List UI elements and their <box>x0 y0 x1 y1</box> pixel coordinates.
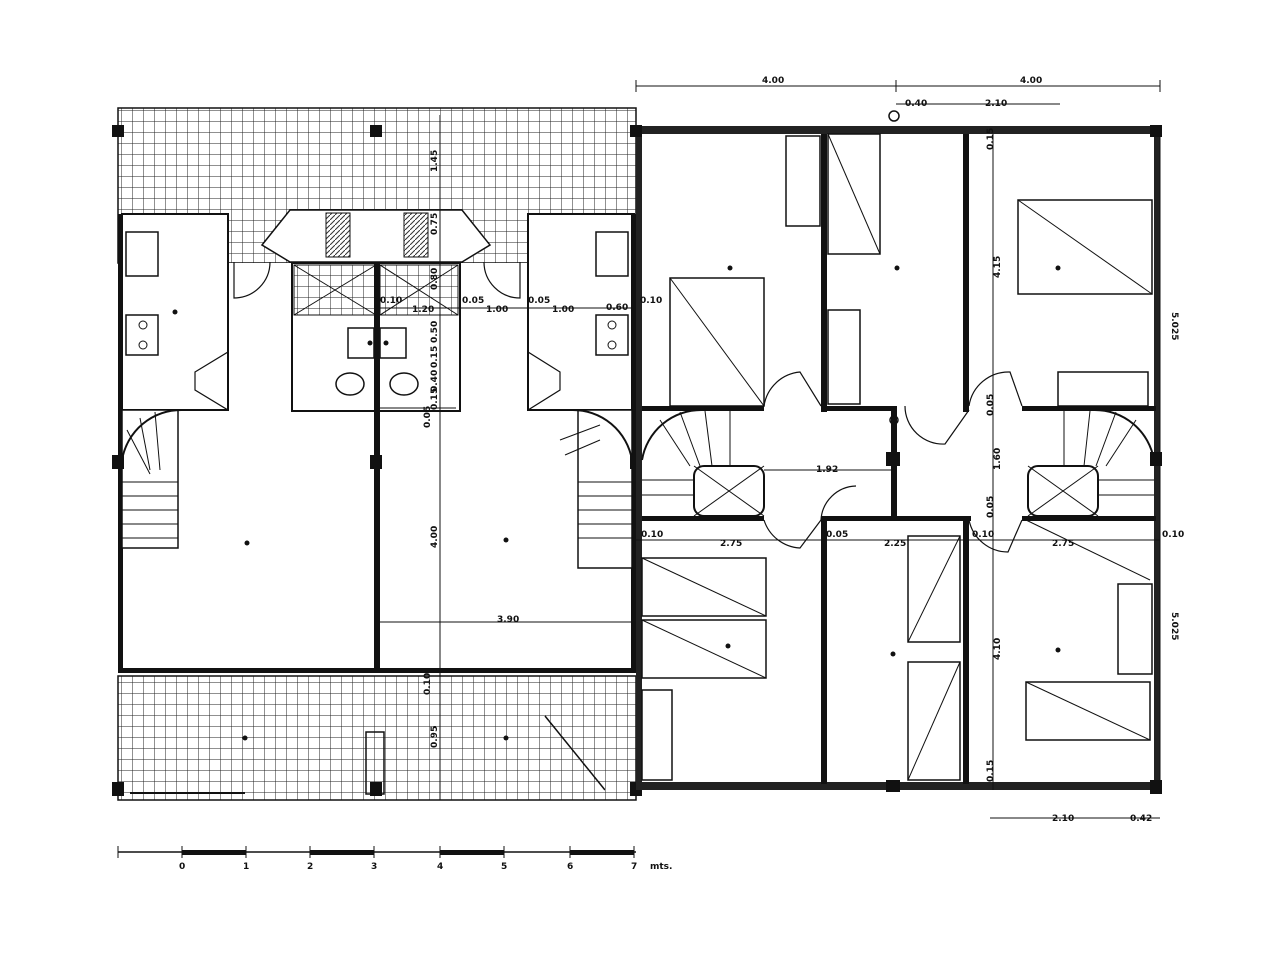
dim-v-5-025b: 5.025 <box>1169 612 1179 640</box>
dim-h-2-25: 2.25 <box>884 539 906 549</box>
dimension-labels: 4.00 4.00 0.40 2.10 2.10 0.42 1.45 0.75 … <box>380 76 1184 824</box>
scale-label-6: 6 <box>567 862 573 872</box>
dim-v-5-025a: 5.025 <box>1169 312 1179 340</box>
dim-v-0-05b: 0.05 <box>986 496 996 518</box>
dim-h-0-60: 0.60 <box>606 303 628 313</box>
stair-upper-right <box>1027 408 1155 517</box>
dim-h-0-10e: 0.10 <box>1162 530 1184 540</box>
dim-h-1-00a: 1.00 <box>486 305 508 315</box>
dim-h-0-10a: 0.10 <box>380 296 402 306</box>
dim-h-3-90: 3.90 <box>497 615 519 625</box>
dim-h-1-00b: 1.00 <box>552 305 574 315</box>
dim-h-0-10b: 0.10 <box>640 296 662 306</box>
dimension-lines <box>380 80 1161 819</box>
entry-porch <box>260 209 492 263</box>
dim-h-2-75b: 2.75 <box>1052 539 1074 549</box>
dim-h-0-05c: 0.05 <box>826 530 848 540</box>
dim-h-1-92: 1.92 <box>816 465 838 475</box>
dim-0-80: 0.80 <box>430 268 440 290</box>
dim-v-1-60: 1.60 <box>993 448 1003 470</box>
dim-bottom-2-10: 2.10 <box>1052 814 1074 824</box>
vent-grille-right <box>403 212 429 258</box>
scale-label-3: 3 <box>371 862 377 872</box>
dim-v-0-15b: 0.15 <box>986 760 996 782</box>
dim-h-1-20: 1.20 <box>412 305 434 315</box>
scale-label-0: 0 <box>179 862 185 872</box>
dim-v-4-15: 4.15 <box>993 256 1003 278</box>
bed <box>907 535 961 781</box>
bed <box>641 557 767 679</box>
bed <box>1025 519 1151 741</box>
toilet-left <box>335 372 365 396</box>
bed <box>669 277 765 407</box>
dim-h-0-10d: 0.10 <box>972 530 994 540</box>
right-unit-upper-floor <box>630 110 1162 794</box>
left-unit-ground-floor <box>112 107 642 801</box>
vent-grille-left <box>325 212 351 258</box>
scale-label-2: 2 <box>307 862 313 872</box>
scale-bar: 0 1 2 3 4 5 6 7 mts. <box>117 846 672 872</box>
dim-bottom-0-42: 0.42 <box>1130 814 1152 824</box>
dim-0-50: 0.50 <box>430 321 440 343</box>
stair-right <box>559 408 633 569</box>
scale-label-5: 5 <box>501 862 507 872</box>
dim-h-0-05a: 0.05 <box>462 296 484 306</box>
dim-0-95: 0.95 <box>430 726 440 748</box>
dim-0-15a: 0.15 <box>430 346 440 368</box>
dim-0-75: 0.75 <box>430 213 440 235</box>
dim-0-40b: 0.40 <box>430 370 440 392</box>
stair-left <box>121 408 183 549</box>
dim-h-0-10c: 0.10 <box>641 530 663 540</box>
dim-v-0-05a: 0.05 <box>986 394 996 416</box>
dim-0-05a: 0.05 <box>423 406 433 428</box>
scale-label-4: 4 <box>437 862 443 872</box>
scale-unit: mts. <box>650 862 672 872</box>
dim-top-left: 4.00 <box>762 76 784 86</box>
dim-0-10v: 0.10 <box>423 673 433 695</box>
bottom-terrace <box>117 675 637 801</box>
column <box>112 125 124 137</box>
dim-0-15b: 0.15 <box>430 388 440 410</box>
bed <box>827 133 881 255</box>
scale-label-1: 1 <box>243 862 249 872</box>
dim-4-00: 4.00 <box>430 526 440 548</box>
dim-v-4-10: 4.10 <box>993 638 1003 660</box>
column <box>370 455 382 469</box>
scale-label-7: 7 <box>631 862 637 872</box>
dim-top-0-40: 0.40 <box>905 99 927 109</box>
column <box>112 455 124 469</box>
column <box>370 125 382 137</box>
toilet-right <box>389 372 419 396</box>
column <box>370 782 382 796</box>
dim-top-2-10: 2.10 <box>985 99 1007 109</box>
dim-h-0-05b: 0.05 <box>528 296 550 306</box>
dim-top-right: 4.00 <box>1020 76 1042 86</box>
dim-v-0-15a: 0.15 <box>986 128 996 150</box>
dim-h-2-75a: 2.75 <box>720 539 742 549</box>
column <box>112 782 124 796</box>
dim-1-45: 1.45 <box>430 150 440 172</box>
bed <box>1017 199 1153 295</box>
stair-upper-left <box>641 408 765 517</box>
